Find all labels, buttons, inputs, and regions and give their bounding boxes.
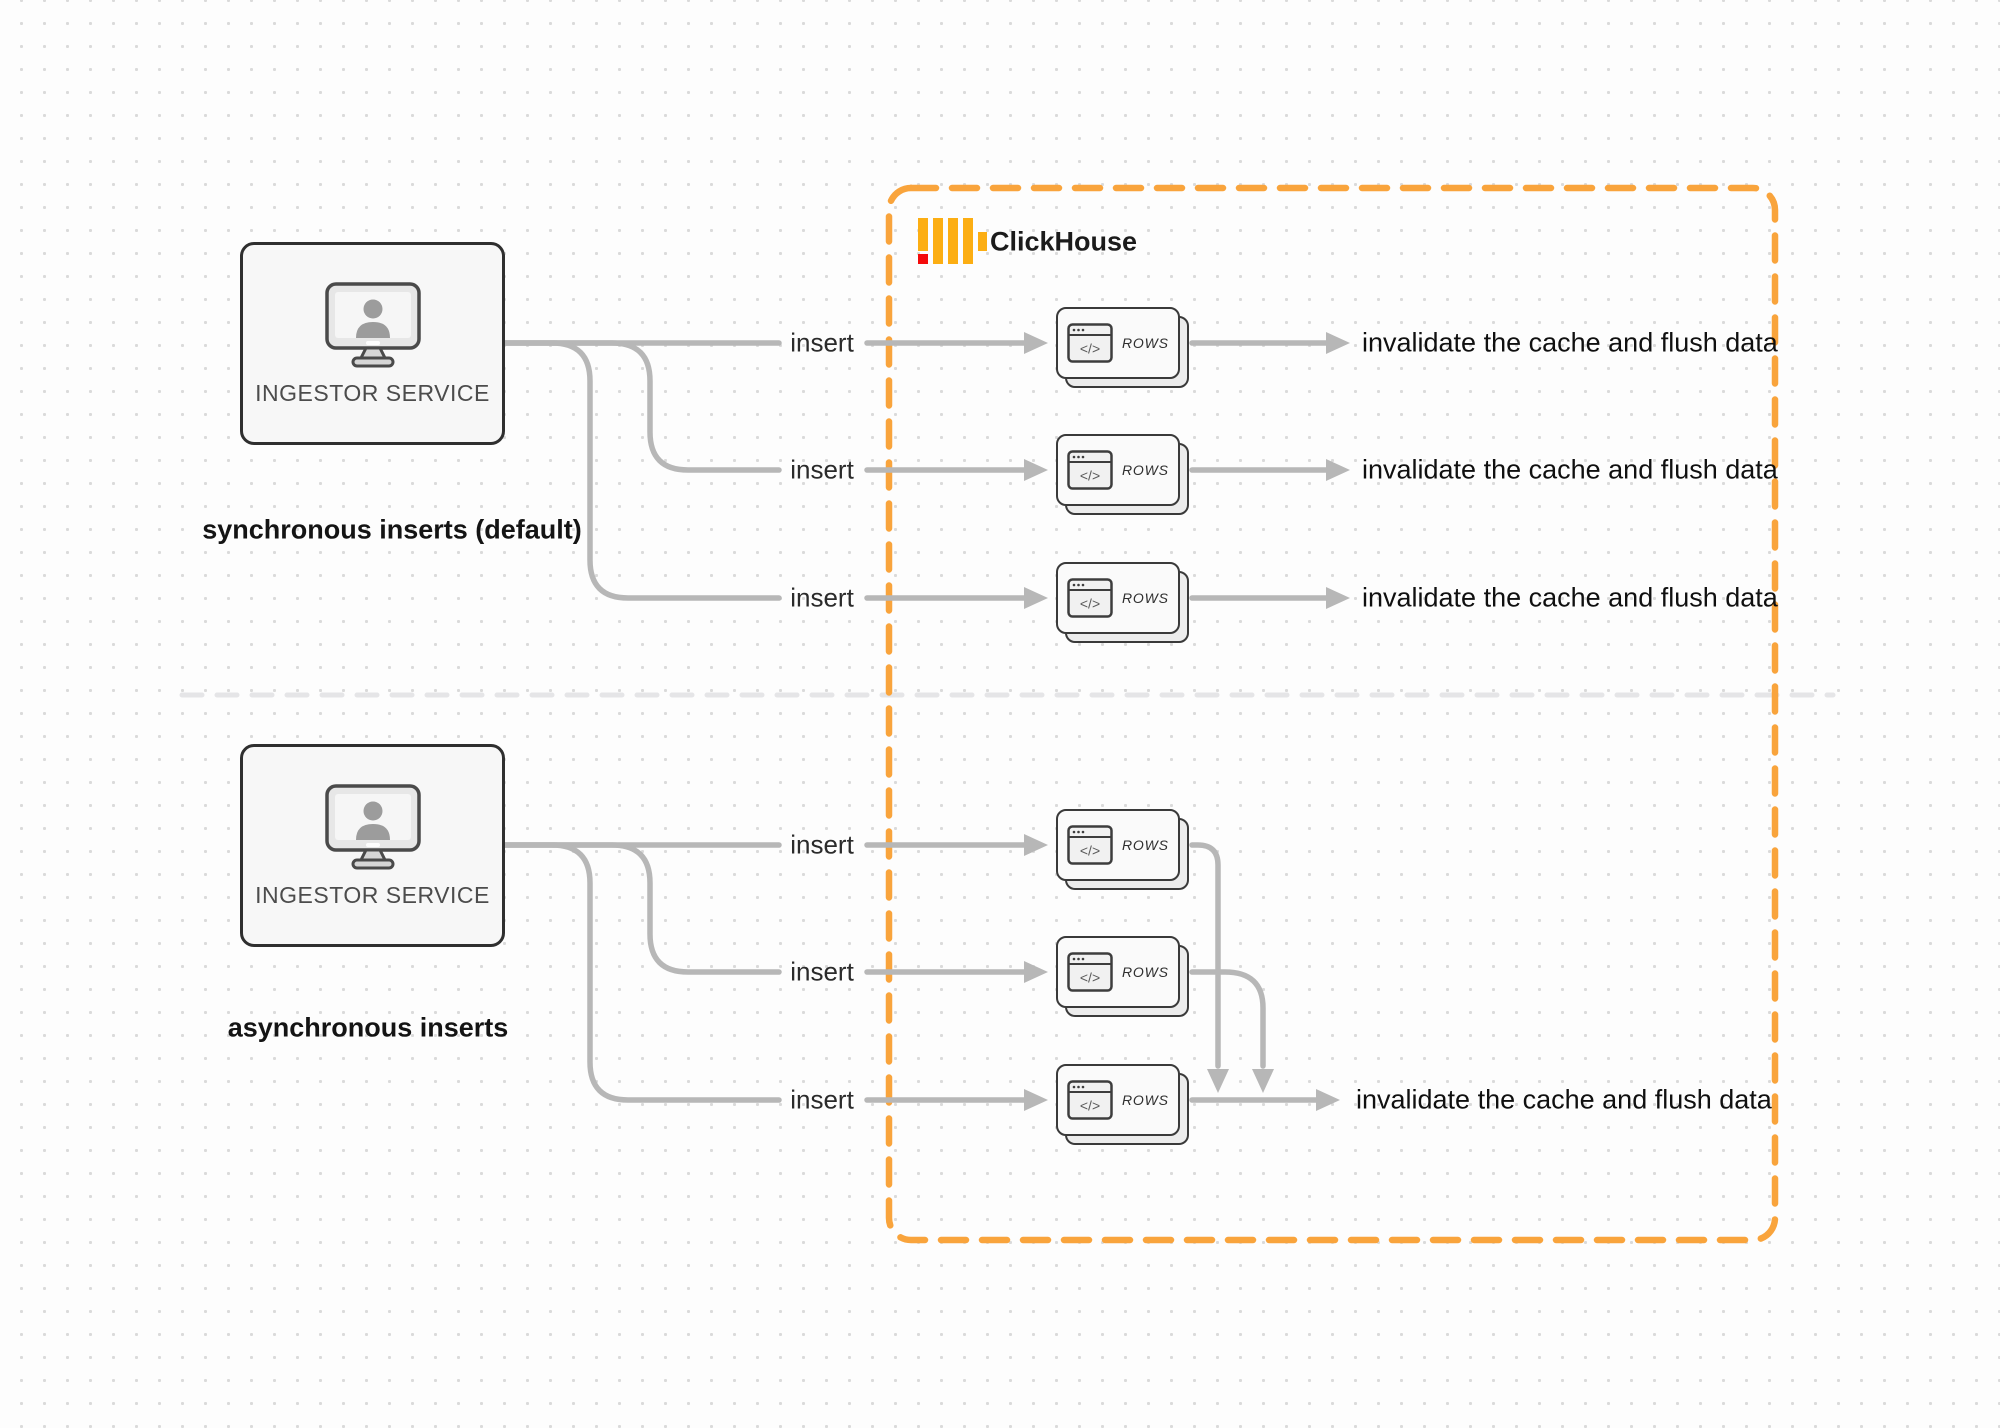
rows-label: ROWS (1122, 462, 1169, 478)
sync-line-row3 (502, 340, 782, 601)
code-glyph: </> (1080, 1098, 1100, 1114)
async-merge-line-1 (1189, 842, 1221, 1069)
code-window-icon: </> (1067, 323, 1113, 363)
async-merge-line-2 (1189, 969, 1266, 1069)
code-glyph: </> (1080, 596, 1100, 612)
arrowhead-icon (1326, 332, 1350, 354)
arrowhead-icon (1326, 459, 1350, 481)
result-label: invalidate the cache and flush data (1362, 582, 1778, 613)
arrowhead-icon (1326, 587, 1350, 609)
arrowhead-down-icon (1207, 1069, 1229, 1093)
arrowhead-icon (1024, 587, 1048, 609)
rows-label: ROWS (1122, 590, 1169, 606)
code-glyph: </> (1080, 468, 1100, 484)
clickhouse-logo-icon (918, 218, 987, 264)
sync-caption: synchronous inserts (default) (202, 514, 582, 545)
ingestor-label: INGESTOR SERVICE (255, 882, 490, 908)
rows-card: </> ROWS (1056, 936, 1189, 1017)
sync-arrowheads (1024, 332, 1350, 609)
async-line-row2 (502, 842, 782, 975)
arrowhead-icon (1024, 961, 1048, 983)
sync-line-row2 (502, 340, 782, 473)
arrowhead-icon (1024, 459, 1048, 481)
insert-label: insert (790, 327, 854, 358)
arrowhead-icon (1024, 1089, 1048, 1111)
rows-label: ROWS (1122, 335, 1169, 351)
async-line-row3 (502, 842, 782, 1103)
code-window-icon: </> (1067, 1080, 1113, 1120)
code-window-icon: </> (1067, 578, 1113, 618)
sync-ingestor-box: INGESTOR SERVICE (240, 242, 505, 445)
code-window-icon: </> (1067, 825, 1113, 865)
code-glyph: </> (1080, 843, 1100, 859)
rows-card: </> ROWS (1056, 562, 1189, 643)
rows-card: </> ROWS (1056, 809, 1189, 890)
ingestor-label: INGESTOR SERVICE (255, 380, 490, 406)
rows-card: </> ROWS (1056, 434, 1189, 515)
async-connectors (502, 842, 1319, 1103)
code-glyph: </> (1080, 341, 1100, 357)
code-glyph: </> (1080, 970, 1100, 986)
result-label: invalidate the cache and flush data (1362, 454, 1778, 485)
clickhouse-boundary (885, 184, 1779, 1244)
result-label: invalidate the cache and flush data (1356, 1084, 1772, 1115)
monitor-user-icon (324, 784, 421, 870)
async-ingestor-box: INGESTOR SERVICE (240, 744, 505, 947)
code-window-icon: </> (1067, 952, 1113, 992)
rows-label: ROWS (1122, 964, 1169, 980)
rows-label: ROWS (1122, 1092, 1169, 1108)
rows-card: </> ROWS (1056, 307, 1189, 388)
async-caption: asynchronous inserts (227, 1012, 509, 1043)
async-arrowheads (1024, 834, 1340, 1111)
insert-label: insert (790, 454, 854, 485)
arrowhead-down-icon (1252, 1069, 1274, 1093)
arrowhead-icon (1024, 332, 1048, 354)
rows-label: ROWS (1122, 837, 1169, 853)
sync-connectors (502, 340, 1329, 601)
arrowhead-icon (1316, 1089, 1340, 1111)
result-label: invalidate the cache and flush data (1362, 327, 1778, 358)
monitor-user-icon (324, 282, 421, 368)
rows-card: </> ROWS (1056, 1064, 1189, 1145)
clickhouse-label: ClickHouse (990, 226, 1138, 257)
insert-label: insert (790, 582, 854, 613)
code-window-icon: </> (1067, 450, 1113, 490)
insert-label: insert (790, 829, 854, 860)
insert-label: insert (790, 1084, 854, 1115)
arrowhead-icon (1024, 834, 1048, 856)
insert-label: insert (790, 956, 854, 987)
